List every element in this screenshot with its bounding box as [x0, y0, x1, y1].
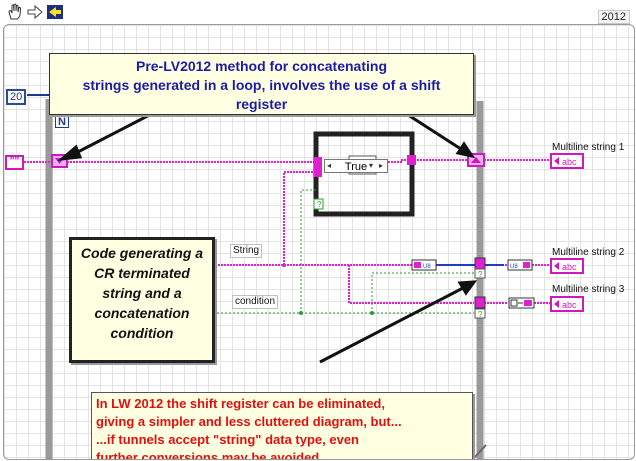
case-dropdown-icon[interactable]: ▾ [369, 161, 374, 170]
indicator-label-3: Multiline string 3 [552, 284, 625, 295]
case-increment-icon[interactable]: ▸ [379, 161, 384, 170]
block-diagram: ? ? ? U8 U8 [3, 24, 635, 460]
note-left-line: condition [110, 325, 174, 341]
note-left-line: CR terminated [94, 265, 190, 281]
conditional-terminal-3 [474, 308, 486, 319]
note-bottom-line: In LW 2012 the shift register can be eli… [96, 396, 385, 411]
condition-label: condition [232, 295, 279, 309]
string-label: String [230, 244, 263, 258]
note-code-generating: Code generating a CR terminated string a… [69, 237, 215, 363]
arrow-head-left-register [57, 144, 83, 162]
note-left-line: string and a [102, 285, 182, 301]
byte-array-to-string-function: U8 [507, 259, 533, 271]
note-left-line: concatenation [94, 305, 190, 321]
note-left-line: Code generating a [80, 245, 204, 261]
case-selector-terminal [313, 198, 324, 210]
loop-count-constant[interactable]: 20 [6, 89, 26, 105]
svg-text:abc: abc [562, 262, 577, 272]
svg-text:U8: U8 [510, 264, 518, 270]
version-label: 2012 [597, 10, 630, 24]
string-to-byte-array-function: U8 [411, 259, 437, 271]
toolbar: 2012 [0, 0, 636, 24]
note-pre-lv2012: Pre-LV2012 method for concatenating stri… [49, 53, 474, 115]
note-bottom-line: further conversions may be avoided. [96, 450, 323, 460]
note-top-line: Pre-LV2012 method for concatenating [135, 58, 387, 74]
svg-text:?: ? [317, 200, 322, 209]
run-arrow-icon[interactable] [46, 3, 64, 21]
string-tunnel-3 [474, 296, 486, 309]
string-branch-wire [348, 265, 474, 304]
note-top-line: strings generated in a loop, involves th… [82, 77, 441, 93]
svg-text:abc: abc [562, 157, 577, 167]
svg-text:U8: U8 [423, 264, 431, 270]
arrow-head-right-register [455, 141, 476, 159]
concatenate-array-function [508, 297, 535, 309]
note-bottom-line: ...if tunnels accept "string" data type,… [96, 432, 360, 447]
indicator-terminal-2: abc [550, 258, 584, 274]
svg-text:?: ? [478, 310, 483, 319]
step-arrow-icon[interactable] [26, 3, 44, 21]
indicator-label-2: Multiline string 2 [552, 247, 625, 258]
indicator-label-1: Multiline string 1 [552, 142, 625, 153]
svg-text:?: ? [478, 270, 483, 279]
arrow-to-tunnel [319, 285, 466, 364]
case-tunnel-string [314, 167, 322, 177]
loop-count-terminal: N [55, 114, 69, 128]
conditional-terminal-2 [474, 268, 486, 279]
note-bottom-line: giving a simpler and less cluttered diag… [96, 414, 402, 429]
note-top-line: register [235, 96, 288, 112]
case-selector[interactable]: ◂ True ▾ ▸ [324, 159, 388, 173]
string-to-case-wire [283, 171, 316, 265]
condition-to-case-wire [300, 189, 316, 313]
indicator-terminal-1: abc [550, 153, 584, 169]
note-lw2012: In LW 2012 the shift register can be eli… [91, 392, 473, 460]
case-selector-value: True [344, 161, 368, 173]
for-loop-corner [472, 444, 487, 459]
case-decrement-icon[interactable]: ◂ [327, 161, 332, 170]
case-tunnel-in [314, 157, 322, 167]
condition-to-tunnel-2-wire [371, 272, 474, 313]
empty-string-constant[interactable]: "" [5, 155, 24, 170]
svg-text:abc: abc [562, 300, 577, 310]
indicator-terminal-3: abc [550, 296, 584, 312]
operate-hand-icon[interactable] [6, 3, 26, 21]
arrow-head-tunnel [457, 280, 478, 296]
case-tunnel-out [407, 155, 416, 165]
